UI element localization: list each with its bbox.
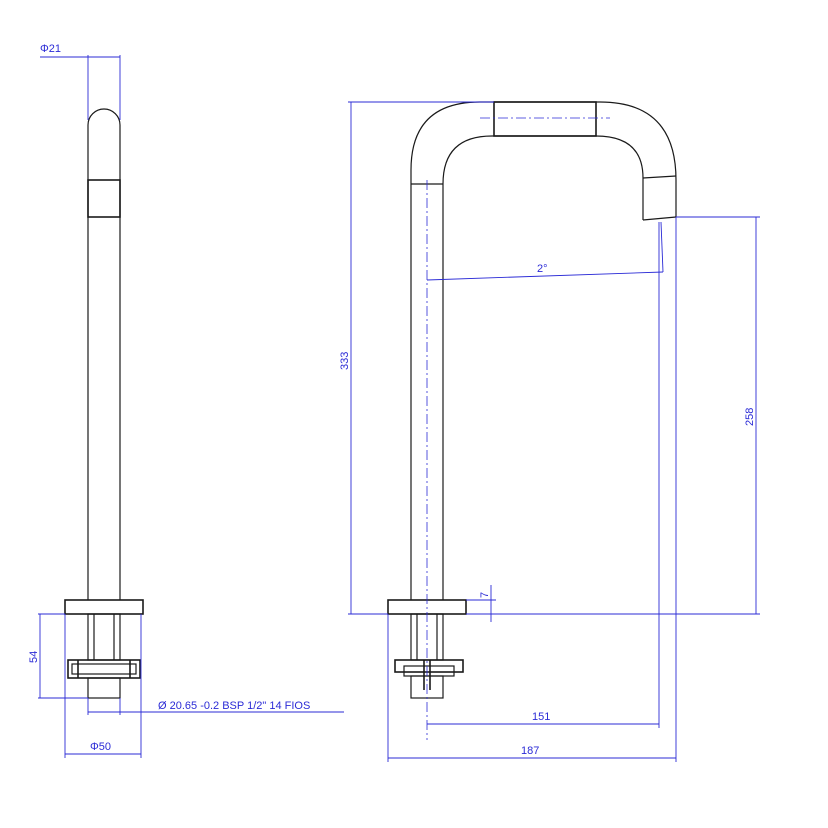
dim-base-height-label: 54	[28, 651, 40, 663]
dim-thread-label: Ø 20.65 -0.2 BSP 1/2" 14 FIOS	[158, 700, 310, 712]
front-view-nut-inner	[403, 665, 455, 677]
front-view-spout-inner	[442, 135, 644, 600]
dim-tube-diameter-label: Φ21	[40, 43, 61, 55]
side-view-collar	[87, 179, 121, 218]
dim-flange-thickness: 7	[466, 585, 496, 622]
dim-overall-length: 187	[387, 217, 677, 762]
dim-reach-axis-label: 151	[532, 711, 550, 723]
dim-angle: 2°	[426, 221, 664, 281]
front-view-nut	[394, 659, 464, 673]
side-view-thread-end	[87, 677, 121, 699]
dim-flange-thickness-label: 7	[479, 592, 491, 598]
side-view-tube	[87, 108, 121, 600]
dim-total-height: 333	[339, 101, 494, 615]
dim-base-diameter: Φ50	[64, 614, 142, 758]
front-view-outlet	[642, 216, 677, 221]
side-view-body	[87, 613, 121, 661]
dim-base-diameter-label: Φ50	[90, 741, 111, 753]
dim-tube-diameter: Φ21	[40, 43, 121, 120]
dim-base-height: 54	[28, 613, 88, 699]
dim-spout-height: 258	[466, 216, 760, 615]
dim-spout-height-label: 258	[744, 408, 756, 426]
front-view: 333 2° 258 7 151	[339, 101, 760, 762]
dim-total-height-label: 333	[339, 352, 351, 370]
dim-reach-axis: 151	[427, 222, 660, 728]
side-view-nut-inner	[71, 663, 137, 675]
side-view-flange	[64, 599, 144, 615]
dim-angle-label: 2°	[537, 263, 548, 275]
dim-overall-length-label: 187	[521, 745, 539, 757]
dim-thread: Ø 20.65 -0.2 BSP 1/2" 14 FIOS	[87, 698, 344, 715]
front-view-aerator-line	[642, 175, 677, 179]
side-view: Φ21 54 Ø 20.65 -0.2 BSP 1/2" 14 FIOS Φ50	[28, 43, 344, 758]
front-view-top-collar	[493, 101, 597, 137]
front-view-spout-outer	[410, 101, 677, 600]
